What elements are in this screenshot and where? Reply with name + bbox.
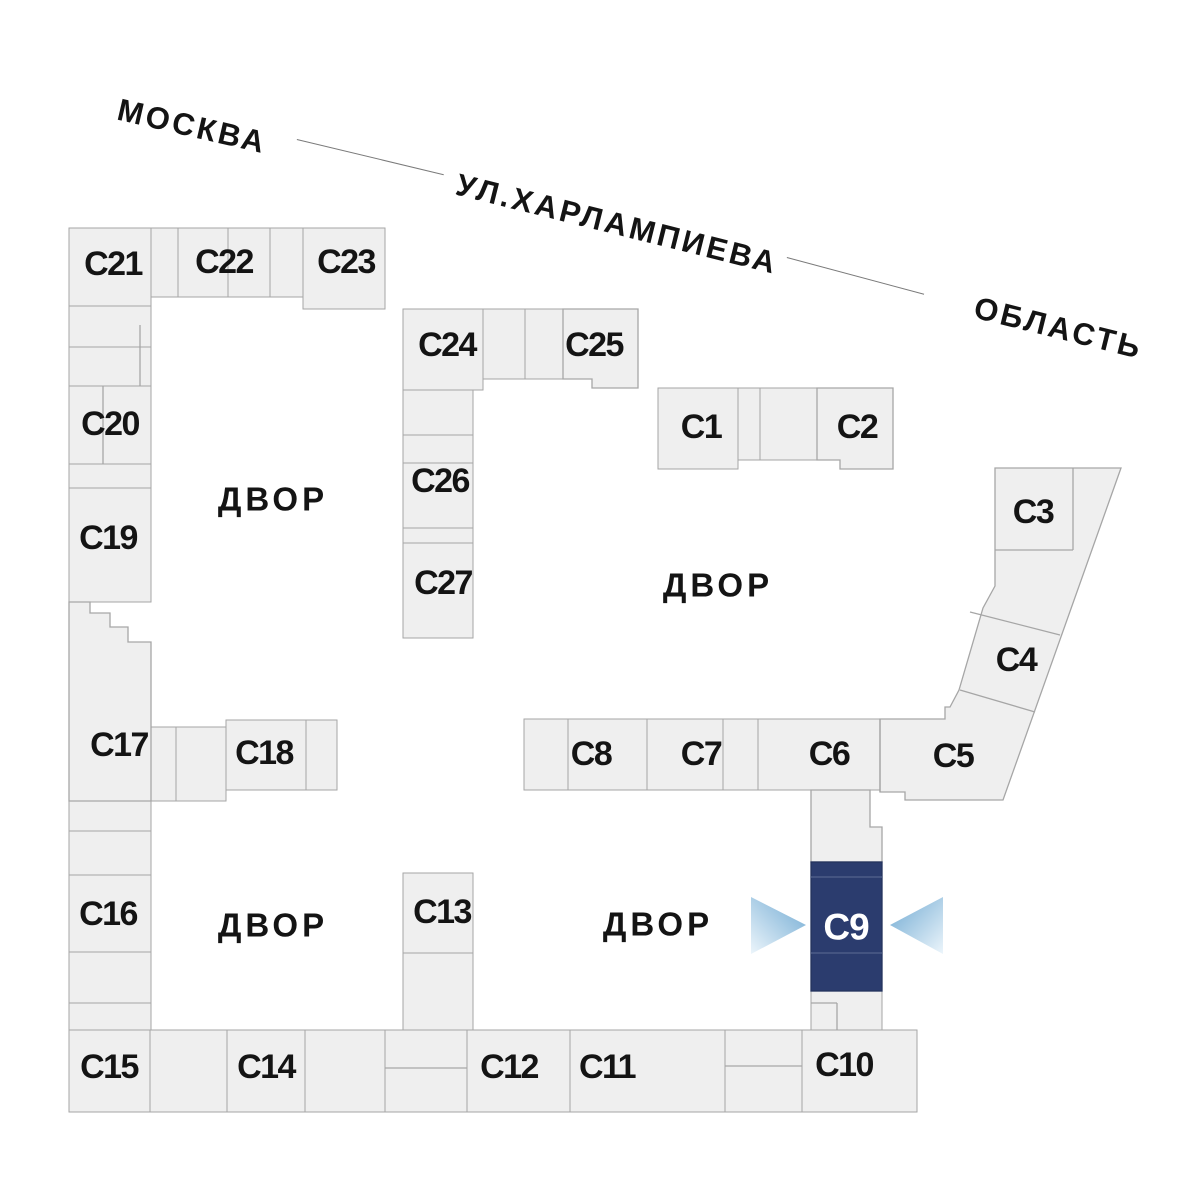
building-section xyxy=(722,718,759,791)
building-section xyxy=(810,990,883,1031)
building-section xyxy=(68,346,152,387)
building-C17[interactable] xyxy=(68,601,152,802)
building-label-C7[interactable]: C7 xyxy=(681,735,724,773)
building-section xyxy=(68,305,152,348)
building-section xyxy=(524,308,564,380)
building-label-C9[interactable]: C9 xyxy=(823,907,870,948)
building-C25[interactable] xyxy=(562,308,639,389)
building-label-C21[interactable]: C21 xyxy=(84,245,144,283)
courtyard-label: ДВОР xyxy=(218,481,328,518)
building-section xyxy=(68,1002,152,1031)
building-section xyxy=(402,389,474,436)
building-label-C14[interactable]: C14 xyxy=(237,1048,298,1086)
building-section xyxy=(227,227,271,298)
building-label-C18[interactable]: C18 xyxy=(235,734,295,772)
building-C12[interactable] xyxy=(466,1029,571,1113)
building-section xyxy=(150,227,179,298)
building-label-C13[interactable]: C13 xyxy=(413,893,473,931)
building-section xyxy=(724,1029,803,1113)
building-C23[interactable] xyxy=(302,227,386,310)
building-label-C20[interactable]: C20 xyxy=(81,405,141,443)
building-label-C1[interactable]: C1 xyxy=(681,408,724,446)
building-label-C2[interactable]: C2 xyxy=(837,408,880,446)
building-section xyxy=(810,789,883,863)
building-C18[interactable] xyxy=(225,719,307,791)
building-label-C19[interactable]: C19 xyxy=(79,519,139,557)
building-label-C8[interactable]: C8 xyxy=(571,735,614,773)
building-section xyxy=(402,527,474,544)
building-label-C27[interactable]: C27 xyxy=(414,564,474,602)
courtyard-label: ДВОР xyxy=(218,907,328,944)
building-label-C12[interactable]: C12 xyxy=(480,1048,540,1086)
selection-arrow-left-icon xyxy=(751,897,806,954)
section-divider xyxy=(969,611,1061,636)
building-C21[interactable] xyxy=(68,227,152,307)
building-C27[interactable] xyxy=(402,542,474,639)
building-label-C15[interactable]: C15 xyxy=(80,1048,140,1086)
building-C19[interactable] xyxy=(68,487,152,603)
building-C8[interactable] xyxy=(567,718,648,791)
building-section xyxy=(68,830,152,876)
building-label-C23[interactable]: C23 xyxy=(317,243,377,281)
building-section xyxy=(150,726,177,802)
building-section xyxy=(175,726,227,802)
building-section xyxy=(68,951,152,1004)
building-C26[interactable] xyxy=(402,462,474,529)
building-section xyxy=(737,387,761,461)
building-label-C25[interactable]: C25 xyxy=(565,326,625,364)
building-label-C6[interactable]: C6 xyxy=(809,735,852,773)
building-section xyxy=(523,718,569,791)
building-label-C17[interactable]: C17 xyxy=(90,726,150,764)
building-section xyxy=(68,463,152,489)
building-section xyxy=(402,434,474,464)
building-C5[interactable] xyxy=(879,467,1122,801)
building-section xyxy=(305,719,338,791)
building-label-C16[interactable]: C16 xyxy=(79,895,139,933)
building-label-C5[interactable]: C5 xyxy=(933,737,976,775)
selection-arrow-right-icon xyxy=(890,897,943,954)
building-C14[interactable] xyxy=(226,1029,306,1113)
section-divider xyxy=(959,689,1036,713)
building-label-C10[interactable]: C10 xyxy=(815,1046,875,1084)
building-C9-selected[interactable] xyxy=(810,861,883,992)
building-C15[interactable] xyxy=(68,1029,151,1113)
building-section xyxy=(759,387,818,461)
building-label-C4[interactable]: C4 xyxy=(996,641,1040,679)
building-label-C26[interactable]: C26 xyxy=(411,462,471,500)
building-section xyxy=(149,1029,228,1113)
building-label-C22[interactable]: C22 xyxy=(195,243,255,281)
building-section xyxy=(482,308,526,380)
courtyard-label: ДВОР xyxy=(603,906,713,943)
building-C1[interactable] xyxy=(657,387,739,470)
building-C2[interactable] xyxy=(816,387,894,470)
building-C6[interactable] xyxy=(757,718,881,791)
building-label-C11[interactable]: C11 xyxy=(579,1048,637,1086)
building-section xyxy=(304,1029,386,1113)
building-section xyxy=(68,800,152,832)
building-C10[interactable] xyxy=(801,1029,918,1113)
building-section xyxy=(402,952,474,1031)
courtyard-label: ДВОР xyxy=(663,567,773,604)
building-section xyxy=(384,1029,468,1113)
building-section xyxy=(177,227,229,298)
building-label-C3[interactable]: C3 xyxy=(1013,493,1056,531)
building-section xyxy=(269,227,304,298)
building-C7[interactable] xyxy=(646,718,724,791)
building-label-C24[interactable]: C24 xyxy=(418,326,479,364)
